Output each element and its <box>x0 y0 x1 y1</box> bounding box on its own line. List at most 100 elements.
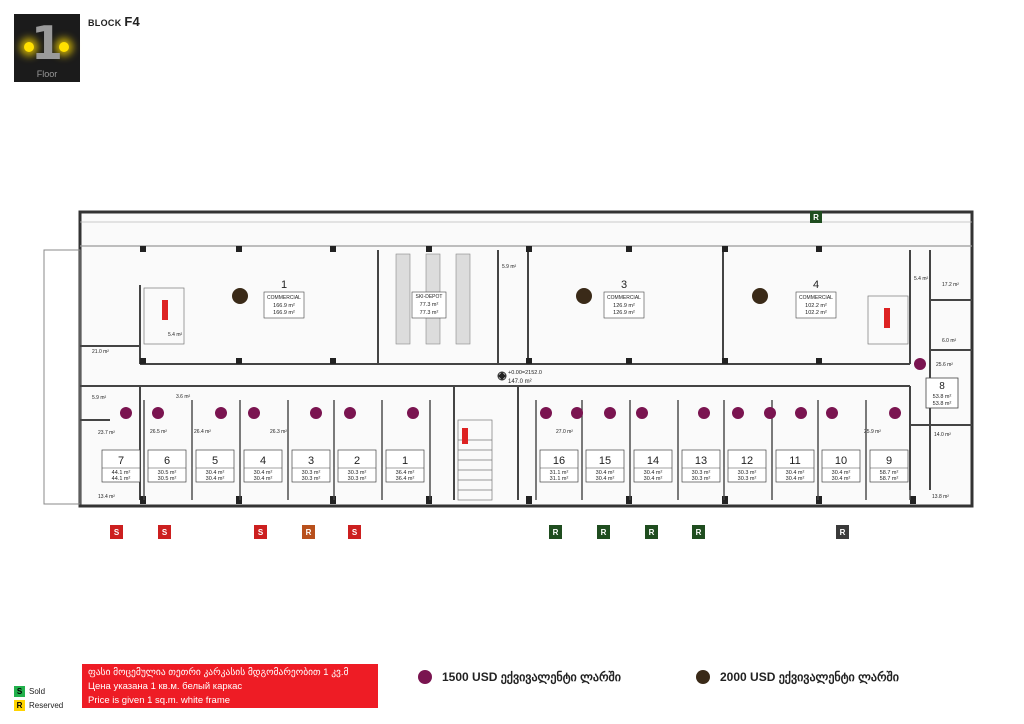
commercial-area: 126.9 m² <box>613 303 635 309</box>
reserved-swatch: R <box>14 699 25 711</box>
price-1500-dot <box>418 670 432 684</box>
status-marker[interactable]: S <box>158 525 171 539</box>
unit-area: 30.4 m² <box>206 470 225 476</box>
terrace <box>43 249 81 505</box>
price-1500-dot <box>215 407 227 419</box>
unit-area: 30.4 m² <box>786 470 805 476</box>
status-marker[interactable]: R <box>810 211 822 223</box>
price-notice: ფასი მოცემულია თეთრი კარკასის მდგომარეობ… <box>82 664 378 708</box>
room-area: 13.8 m² <box>932 494 949 500</box>
price-1500-dot <box>764 407 776 419</box>
status-marker[interactable]: R <box>645 525 658 539</box>
room-area: 26.3 m² <box>270 429 287 435</box>
price-1500-dot <box>310 407 322 419</box>
price-2000-dot <box>576 288 592 304</box>
notice-line-ka: ფასი მოცემულია თეთრი კარკასის მდგომარეობ… <box>88 667 349 678</box>
unit-area: 30.5 m² <box>158 476 177 482</box>
room-area: 13.4 m² <box>98 494 115 500</box>
unit-8[interactable]: 8 53.8 m² 53.8 m² <box>925 377 959 409</box>
status-marker[interactable]: S <box>254 525 267 539</box>
elevation-label: +0.00=2152.0 <box>508 370 542 376</box>
unit-area: 30.3 m² <box>738 470 757 476</box>
commercial-area: 102.2 m² <box>805 310 827 316</box>
unit-area: 30.3 m² <box>302 476 321 482</box>
price-1500-dot <box>826 407 838 419</box>
unit-number: 3 <box>308 455 314 467</box>
floor-label: Floor <box>36 69 58 79</box>
room-area: 25.6 m² <box>936 362 953 368</box>
unit-area: 30.4 m² <box>644 470 663 476</box>
room-area: 5.9 m² <box>92 395 107 401</box>
commercial-area: 126.9 m² <box>613 310 635 316</box>
unit-number: 13 <box>695 455 707 467</box>
columns <box>140 246 916 504</box>
price-1500-dot <box>407 407 419 419</box>
status-marker[interactable]: R <box>597 525 610 539</box>
level-icon <box>498 372 506 380</box>
status-marker[interactable]: R <box>302 525 315 539</box>
unit-area: 30.4 m² <box>596 476 615 482</box>
commercial-label: COMMERCIAL <box>799 295 833 301</box>
status-marker[interactable]: S <box>348 525 361 539</box>
unit-area: 30.4 m² <box>596 470 615 476</box>
unit-number: 14 <box>647 455 659 467</box>
ski-depot: SKI-DEPOT 77.3 m² 77.3 m² <box>411 291 447 319</box>
price-2000-dot <box>696 670 710 684</box>
hall-area: 147.0 m² <box>508 379 532 385</box>
price-1500-dot <box>889 407 901 419</box>
ski-depot-area: 77.3 m² <box>420 310 439 316</box>
room-area: 5.4 m² <box>168 332 183 338</box>
price-1500-dot <box>571 407 583 419</box>
floor-badge: 1 Floor <box>14 14 80 82</box>
unit-number: 1 <box>402 455 408 467</box>
room-area: 21.0 m² <box>92 349 109 355</box>
unit-area: 44.1 m² <box>112 476 131 482</box>
unit-area: 30.5 m² <box>158 470 177 476</box>
unit-number: 6 <box>164 455 170 467</box>
unit-number: 10 <box>835 455 847 467</box>
room-area: 26.5 m² <box>150 429 167 435</box>
room-area: 5.9 m² <box>502 264 517 270</box>
unit-number: 11 <box>789 455 800 467</box>
commercial-label: COMMERCIAL <box>267 295 301 301</box>
status-legend: S Sold R Reserved <box>14 684 63 712</box>
sold-swatch: S <box>14 685 25 697</box>
status-marker[interactable]: R <box>692 525 705 539</box>
unit-number: 5 <box>212 455 218 467</box>
unit-number: 16 <box>553 455 565 467</box>
price-1500-dot <box>120 407 132 419</box>
price-2000-dot <box>752 288 768 304</box>
price-1500-dot <box>248 407 260 419</box>
status-letter: S <box>162 528 168 537</box>
price-1500-dot <box>344 407 356 419</box>
status-marker[interactable]: R <box>836 525 849 539</box>
price-1500-dot <box>914 358 926 370</box>
status-letter: S <box>258 528 264 537</box>
reserved-label: Reserved <box>29 700 64 710</box>
status-marker[interactable]: S <box>110 525 123 539</box>
unit-number: 7 <box>118 455 124 467</box>
unit-area: 30.3 m² <box>348 470 367 476</box>
status-marker[interactable]: R <box>549 525 562 539</box>
legend-reserved: R Reserved <box>14 698 63 712</box>
unit-area: 31.1 m² <box>550 476 569 482</box>
